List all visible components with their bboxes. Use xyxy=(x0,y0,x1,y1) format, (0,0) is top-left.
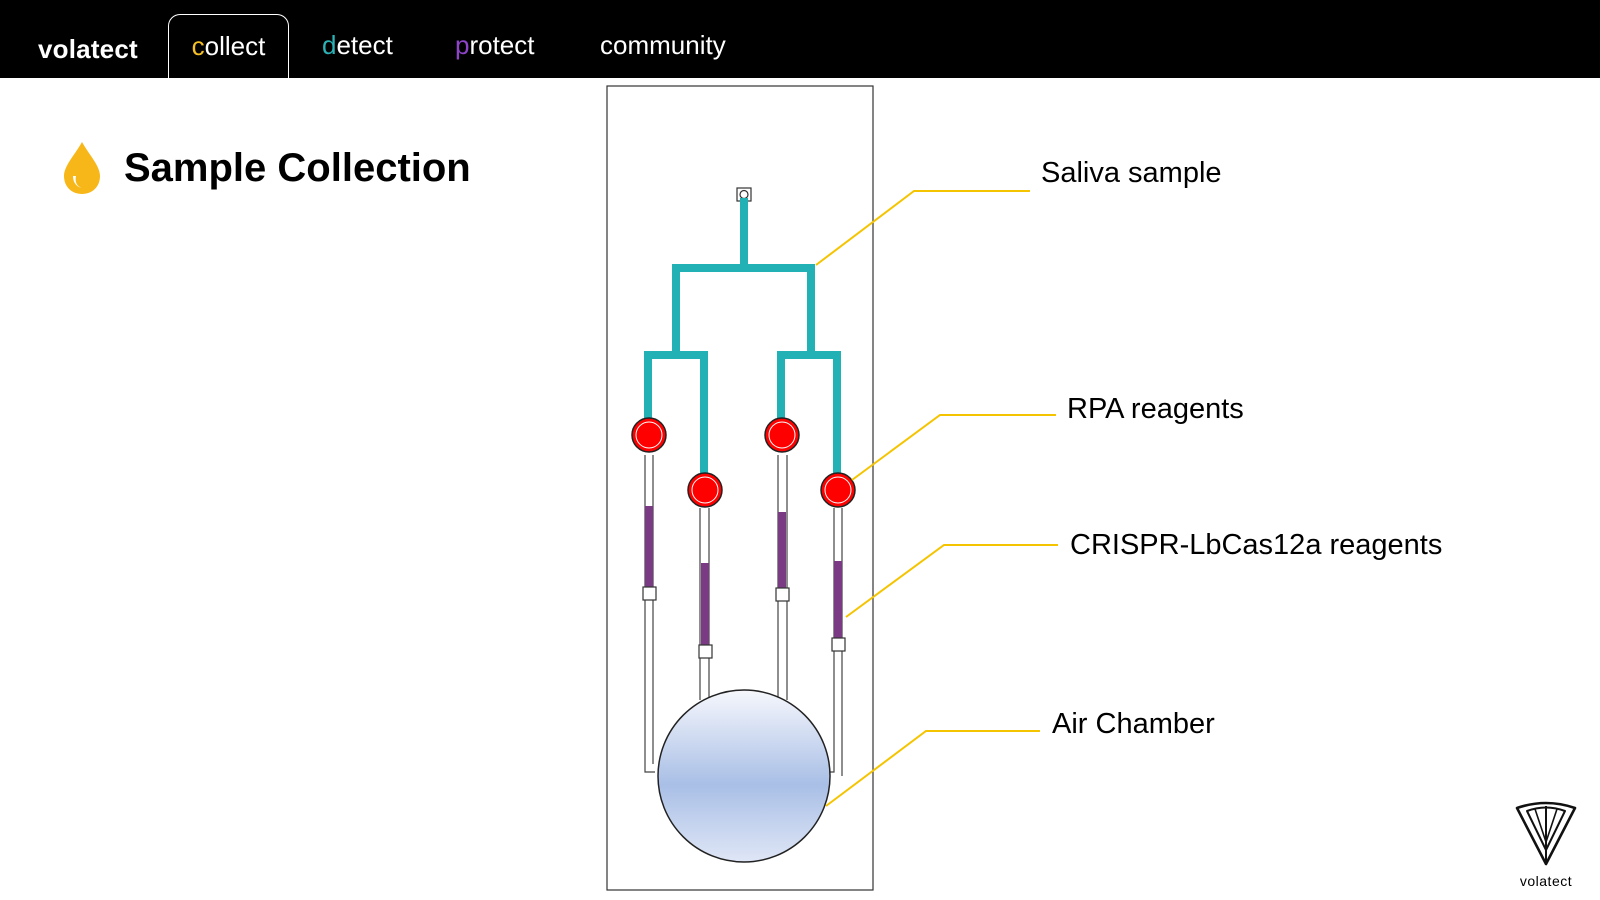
label-rpa-reagents: RPA reagents xyxy=(1067,393,1244,425)
valve-4 xyxy=(831,637,846,652)
capillary-1 xyxy=(644,455,655,773)
inlet-port xyxy=(736,187,752,202)
inlet-hole xyxy=(739,189,749,200)
sample-channels xyxy=(644,198,841,484)
valve-1 xyxy=(642,586,657,601)
logo-text: volatect xyxy=(1519,873,1573,889)
channel-split-right xyxy=(777,351,841,484)
tab-detect-initial: d xyxy=(322,30,337,60)
rpa-reagents xyxy=(631,417,856,508)
label-saliva-sample: Saliva sample xyxy=(1041,157,1222,189)
drop-icon-body xyxy=(64,142,100,194)
valves xyxy=(642,586,846,659)
volatect-logo: volatect xyxy=(1506,800,1586,890)
valve-3 xyxy=(775,587,790,602)
capillary-2 xyxy=(699,508,710,700)
rpa-well-2 xyxy=(687,472,723,508)
tab-detect-label: etect xyxy=(336,30,393,60)
leader-crispr xyxy=(845,544,1058,618)
label-crispr-reagents: CRISPR-LbCas12a reagents xyxy=(1070,529,1443,561)
logo-shield-icon xyxy=(1515,801,1577,866)
tab-protect-initial: p xyxy=(455,30,470,60)
tab-protect-label: rotect xyxy=(469,30,535,60)
leader-rpa xyxy=(851,414,1056,481)
tab-collect-label: ollect xyxy=(204,31,266,61)
top-nav: volatect collect detect protect communit… xyxy=(0,0,1600,78)
channel-split-left xyxy=(644,351,708,474)
rpa-well-1 xyxy=(631,417,667,453)
rpa-well-4-ring xyxy=(824,476,852,504)
air-chamber xyxy=(657,689,831,863)
tab-collect-initial: c xyxy=(191,31,205,61)
tab-protect[interactable]: protect xyxy=(455,30,535,61)
leader-air xyxy=(825,730,1040,807)
capillary-4 xyxy=(824,508,843,776)
chip-outline xyxy=(606,85,874,891)
rpa-well-4 xyxy=(820,472,856,508)
capillary-3 xyxy=(777,455,788,700)
rpa-well-3-ring xyxy=(768,421,796,449)
rpa-well-3 xyxy=(764,417,800,453)
rpa-well-2-ring xyxy=(691,476,719,504)
tab-community-label: community xyxy=(600,30,726,60)
section-title-text: Sample Collection xyxy=(124,145,471,190)
tab-collect[interactable]: collect xyxy=(168,14,289,78)
valve-2 xyxy=(698,644,713,659)
channel-split-1 xyxy=(672,264,815,359)
callout-leaders xyxy=(815,190,1058,807)
tab-community[interactable]: community xyxy=(600,30,726,61)
drop-icon xyxy=(64,142,100,194)
crispr-reagents xyxy=(645,506,842,645)
label-air-chamber: Air Chamber xyxy=(1052,708,1215,740)
drop-icon-highlight xyxy=(73,176,82,188)
page-title: Sample Collection xyxy=(60,138,471,198)
leader-saliva xyxy=(815,190,1030,266)
capillaries xyxy=(644,455,843,776)
brand-link[interactable]: volatect xyxy=(38,34,138,64)
tab-detect[interactable]: detect xyxy=(322,30,393,61)
rpa-well-1-ring xyxy=(635,421,663,449)
